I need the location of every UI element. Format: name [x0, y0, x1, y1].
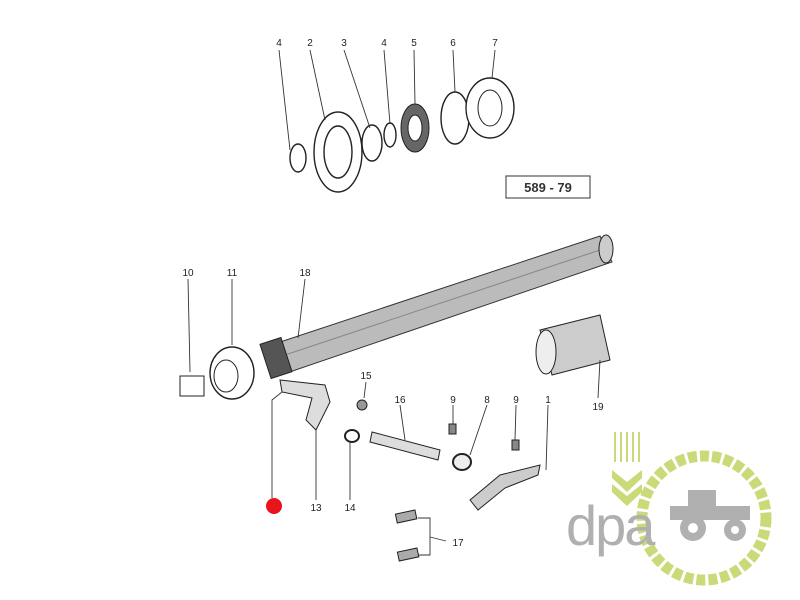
label-15: 15: [360, 371, 372, 382]
label-10: 10: [182, 268, 194, 279]
label-7: 7: [492, 38, 498, 49]
label-4b: 4: [381, 38, 387, 49]
label-3: 3: [341, 38, 347, 49]
o-ring: [440, 91, 470, 145]
label-6: 6: [450, 38, 456, 49]
label-19: 19: [592, 402, 604, 413]
label-16: 16: [394, 395, 406, 406]
seal-inner: [407, 114, 423, 142]
label-14: 14: [344, 503, 356, 514]
bottom-leaders: [187, 278, 601, 556]
dpa-logo: dpa: [566, 432, 772, 586]
bearing-assembly: [289, 77, 515, 193]
snap-ring-2: [383, 122, 397, 148]
label-2: 2: [307, 38, 313, 49]
label-11: 11: [227, 268, 238, 279]
housing-inner: [477, 89, 503, 127]
label-17: 17: [452, 538, 464, 549]
snap-ring: [289, 143, 307, 173]
label-5: 5: [411, 38, 417, 49]
label-8: 8: [484, 395, 490, 406]
coupling: [179, 346, 255, 400]
label-13: 13: [310, 503, 322, 514]
sleeve: [535, 314, 611, 376]
label-9b: 9: [513, 395, 519, 406]
bearing-inner: [323, 125, 353, 179]
label-9a: 9: [450, 395, 456, 406]
top-leaders: [278, 49, 496, 151]
svg-text:dpa: dpa: [566, 494, 656, 557]
fork: [279, 379, 541, 562]
reference-box: [505, 175, 591, 199]
label-18: 18: [299, 268, 311, 279]
spacer: [361, 124, 383, 162]
highlight-marker: [266, 498, 282, 514]
label-1: 1: [545, 395, 551, 406]
label-4a: 4: [276, 38, 282, 49]
shaft: [259, 234, 614, 380]
reference-code: 589 - 79: [524, 180, 572, 195]
bushing: [179, 375, 205, 397]
